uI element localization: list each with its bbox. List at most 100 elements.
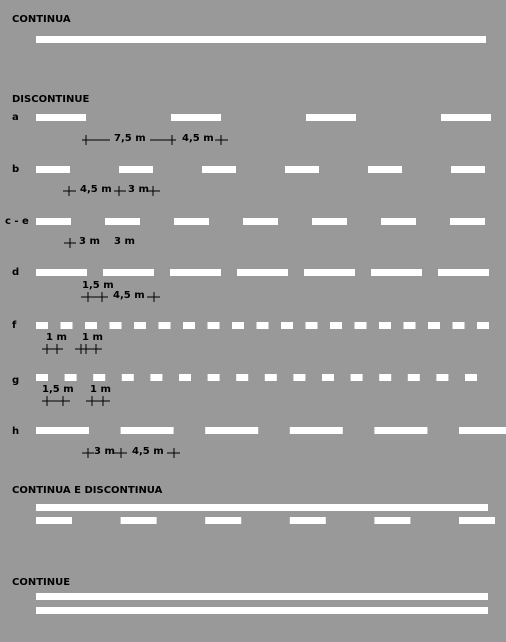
measure-tick bbox=[148, 186, 160, 196]
dash-segment bbox=[236, 374, 249, 381]
dash-segment bbox=[312, 218, 347, 225]
dash-segment bbox=[281, 322, 293, 329]
dash-segment bbox=[452, 322, 465, 329]
dash-segment bbox=[205, 517, 242, 524]
continuous-line-upper bbox=[36, 593, 488, 600]
measure-a-2: 4,5 m bbox=[182, 133, 214, 144]
dash-segment bbox=[368, 166, 402, 173]
row-label-ce: c - e bbox=[5, 216, 29, 227]
dash-segment bbox=[451, 166, 485, 173]
dash-segment bbox=[459, 427, 506, 434]
measure-group-d: 1,5 m 4,5 m bbox=[81, 280, 160, 302]
measure-tick bbox=[114, 186, 126, 196]
dash-segment bbox=[85, 322, 97, 329]
dash-segment bbox=[428, 322, 440, 329]
measure-tick bbox=[114, 448, 127, 458]
dash-segment bbox=[121, 374, 134, 381]
dash-segment bbox=[232, 322, 244, 329]
measure-group-a: 7,5 m 4,5 m bbox=[82, 133, 228, 145]
dash-segment bbox=[436, 374, 449, 381]
dash-segment bbox=[374, 427, 428, 434]
dash-segment bbox=[36, 427, 89, 434]
continuous-line-lower bbox=[36, 607, 488, 614]
dash-segment bbox=[207, 322, 220, 329]
dash-segment bbox=[285, 166, 319, 173]
measure-tick bbox=[82, 135, 110, 145]
measure-group-b: 4,5 m 3 m bbox=[63, 184, 160, 196]
dash-segment bbox=[103, 269, 154, 276]
dash-segment bbox=[465, 374, 477, 381]
measure-tick bbox=[75, 344, 102, 354]
row-label-g: g bbox=[12, 375, 19, 386]
measure-h-1: 3 m bbox=[94, 446, 115, 457]
dash-segment bbox=[109, 322, 122, 329]
dash-segment bbox=[36, 218, 71, 225]
measure-f-2: 1 m bbox=[82, 332, 103, 343]
section-title-continua: CONTINUA bbox=[12, 14, 71, 25]
dash-segment bbox=[477, 322, 489, 329]
dash-segment bbox=[243, 218, 278, 225]
measure-h-2: 4,5 m bbox=[132, 446, 164, 457]
dash-segment bbox=[120, 427, 174, 434]
dash-segment bbox=[330, 322, 342, 329]
dash-segment bbox=[293, 374, 306, 381]
measure-b-2: 3 m bbox=[128, 184, 149, 195]
dash-segment bbox=[205, 427, 259, 434]
dash-segment bbox=[36, 114, 86, 121]
dash-segment bbox=[134, 322, 146, 329]
dashed-line-ce bbox=[36, 218, 485, 225]
dash-segment bbox=[237, 269, 288, 276]
dashed-line-d bbox=[36, 269, 489, 276]
dash-segment bbox=[36, 322, 48, 329]
dash-segment bbox=[119, 166, 153, 173]
dash-segment bbox=[174, 218, 209, 225]
section-title-continue: CONTINUE bbox=[12, 577, 70, 588]
dashed-line-g bbox=[36, 374, 477, 381]
dash-segment bbox=[105, 218, 140, 225]
measure-tick bbox=[42, 344, 63, 354]
dash-segment bbox=[407, 374, 420, 381]
measure-b-1: 4,5 m bbox=[80, 184, 112, 195]
dash-segment bbox=[350, 374, 363, 381]
measure-g-1: 1,5 m bbox=[42, 384, 74, 395]
measure-group-ce: 3 m 3 m bbox=[64, 236, 135, 248]
dash-segment bbox=[93, 374, 106, 381]
continuous-line bbox=[36, 504, 488, 511]
dash-segment bbox=[289, 517, 326, 524]
continuous-line bbox=[36, 36, 486, 43]
section-title-continua-e-discontinua: CONTINUA E DISCONTINUA bbox=[12, 485, 163, 496]
measure-tick bbox=[215, 135, 228, 145]
dash-segment bbox=[207, 374, 220, 381]
dash-segment bbox=[183, 322, 195, 329]
measure-group-h: 3 m 4,5 m bbox=[82, 446, 180, 458]
dash-segment bbox=[36, 517, 72, 524]
dash-segment bbox=[179, 374, 191, 381]
dash-segment bbox=[450, 218, 485, 225]
measure-tick bbox=[167, 448, 180, 458]
dash-segment bbox=[36, 166, 70, 173]
measure-d-2: 4,5 m bbox=[113, 290, 145, 301]
measure-tick bbox=[150, 135, 176, 145]
measure-d-1: 1,5 m bbox=[82, 280, 114, 291]
row-label-f: f bbox=[12, 320, 17, 331]
dashed-line-b bbox=[36, 166, 485, 173]
dash-segment bbox=[170, 269, 221, 276]
dash-segment bbox=[60, 322, 73, 329]
dash-segment bbox=[403, 322, 416, 329]
dash-segment bbox=[371, 269, 422, 276]
dash-segment bbox=[120, 517, 157, 524]
measure-a-1: 7,5 m bbox=[114, 133, 146, 144]
dash-segment bbox=[374, 517, 411, 524]
dashed-line-h bbox=[36, 427, 506, 434]
measure-ce-1: 3 m bbox=[79, 236, 100, 247]
dash-segment bbox=[202, 166, 236, 173]
dash-segment bbox=[322, 374, 334, 381]
row-label-b: b bbox=[12, 164, 19, 175]
measure-group-f: 1 m 1 m bbox=[42, 332, 103, 354]
dash-segment bbox=[171, 114, 221, 121]
dash-segment bbox=[304, 269, 355, 276]
dashed-line-a bbox=[36, 114, 491, 121]
section-title-discontinue: DISCONTINUE bbox=[12, 94, 89, 105]
dashed-line-f bbox=[36, 322, 489, 329]
